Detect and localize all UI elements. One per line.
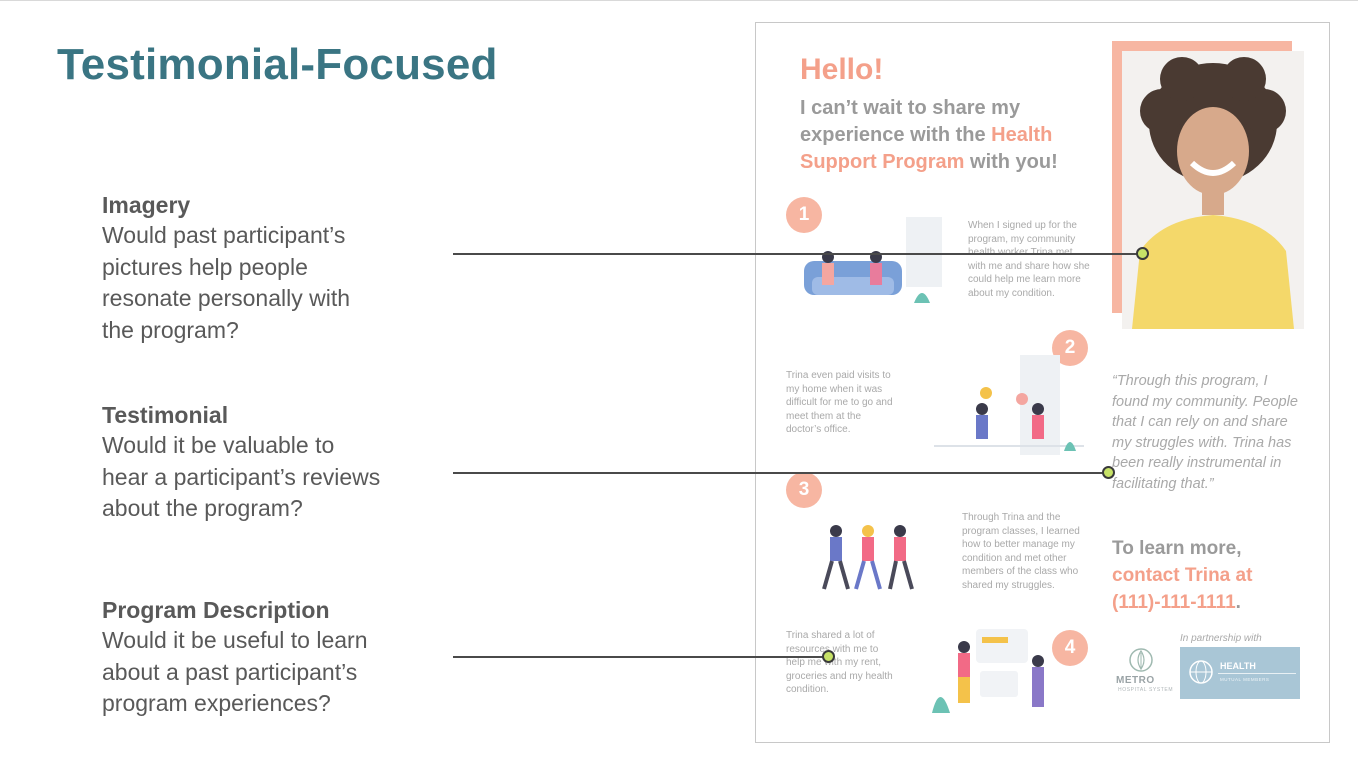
step-2-text: Trina even paid visits to my home when i…	[786, 370, 893, 435]
health-logo-name: HEALTH	[1220, 661, 1256, 671]
health-logo-rule	[1218, 673, 1296, 674]
connector-imagery	[453, 253, 1143, 255]
callout-testimonial: Testimonial Would it be valuable to hear…	[102, 400, 442, 525]
step-1-text: When I signed up for the program, my com…	[968, 220, 1090, 299]
callout-line: resonate personally with	[102, 285, 351, 311]
top-rule	[0, 0, 1358, 1]
couch-illustration-icon	[804, 217, 942, 303]
callout-line: about the program?	[102, 495, 303, 521]
callout-imagery: Imagery Would past participant’s picture…	[102, 190, 442, 346]
connector-testimonial	[453, 472, 1109, 474]
connector-dot-program-description	[822, 650, 835, 663]
contact-phone: contact Trina at (111)-111-1111	[1112, 565, 1253, 613]
callout-line: hear a participant’s reviews	[102, 463, 381, 490]
callout-line: about a past participant’s	[102, 658, 358, 685]
callout-line: pictures help people	[102, 253, 308, 280]
participant-portrait-icon	[1122, 51, 1304, 329]
intro-text: with you!	[964, 151, 1058, 173]
connector-dot-testimonial	[1102, 466, 1115, 479]
program-name: Health Support Program	[800, 124, 1053, 173]
callout-text: Would it be useful to learn about a past…	[102, 625, 442, 720]
contact-info: To learn more, contact Trina at (111)-11…	[1112, 535, 1312, 616]
slide-title: Testimonial-Focused	[57, 40, 498, 89]
intro-text: I can’t wait to share my experience with…	[800, 97, 1021, 146]
resources-illustration-icon	[932, 629, 1044, 713]
contact-end: .	[1235, 592, 1241, 613]
globe-icon	[1189, 660, 1213, 684]
callout-heading: Imagery	[102, 192, 191, 218]
home-visit-illustration-icon	[934, 355, 1084, 455]
step-1-badge: 1	[786, 197, 822, 233]
callout-line: the program?	[102, 316, 239, 343]
metro-logo-name: METRO	[1116, 675, 1155, 686]
connector-dot-imagery	[1136, 247, 1149, 260]
step-4-badge: 4	[1052, 630, 1088, 666]
callout-line: Would past participant’s	[102, 222, 346, 248]
callout-text: Would it be valuable to hear a participa…	[102, 430, 442, 525]
partnership-label: In partnership with	[1180, 633, 1262, 644]
testimonial-quote: “Through this program, I found my commun…	[1112, 373, 1298, 492]
flyer-preview: Hello! I can’t wait to share my experien…	[755, 22, 1330, 743]
connector-program-description	[453, 656, 829, 658]
flyer-hello: Hello!	[800, 53, 884, 86]
callout-heading: Testimonial	[102, 402, 229, 428]
callout-heading: Program Description	[102, 597, 330, 623]
walking-group-illustration-icon	[822, 525, 914, 590]
metro-logo-subtitle: HOSPITAL SYSTEM	[1118, 687, 1174, 693]
participant-photo	[1122, 51, 1304, 329]
callout-line: program experiences?	[102, 690, 331, 716]
metro-leaf-icon	[1129, 648, 1153, 672]
callout-line: Would it be useful to learn	[102, 627, 368, 653]
callout-line: Would it be valuable to	[102, 432, 335, 458]
flyer-intro: I can’t wait to share my experience with…	[800, 95, 1120, 176]
step-4-text: Trina shared a lot of resources with me …	[786, 630, 893, 695]
health-logo-subtitle: MUTUAL MEMBERS	[1220, 677, 1270, 682]
step-3-badge: 3	[786, 472, 822, 508]
callout-program-description: Program Description Would it be useful t…	[102, 595, 442, 720]
step-3-text: Through Trina and the program classes, I…	[962, 512, 1080, 591]
contact-lead: To learn more,	[1112, 538, 1242, 559]
callout-text: Would past participant’s pictures help p…	[102, 220, 442, 346]
health-logo: HEALTH MUTUAL MEMBERS	[1180, 647, 1300, 699]
